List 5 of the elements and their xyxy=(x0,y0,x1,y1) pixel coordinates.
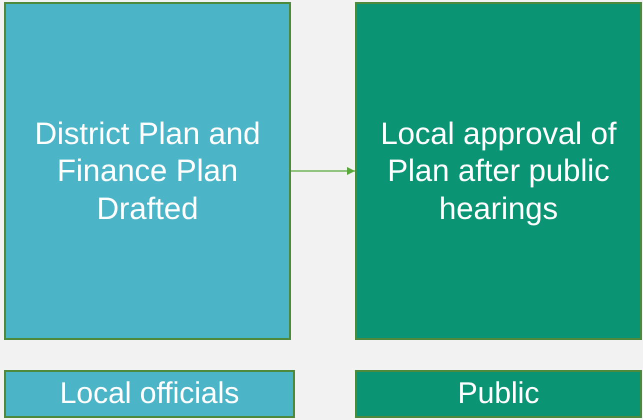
process-box: District Plan and Finance Plan Drafted xyxy=(4,2,291,340)
arrow xyxy=(291,167,355,175)
process-box: Local approval of Plan after public hearings xyxy=(355,2,642,340)
role-box: Public xyxy=(355,370,642,418)
role-box: Local officials xyxy=(4,370,295,418)
